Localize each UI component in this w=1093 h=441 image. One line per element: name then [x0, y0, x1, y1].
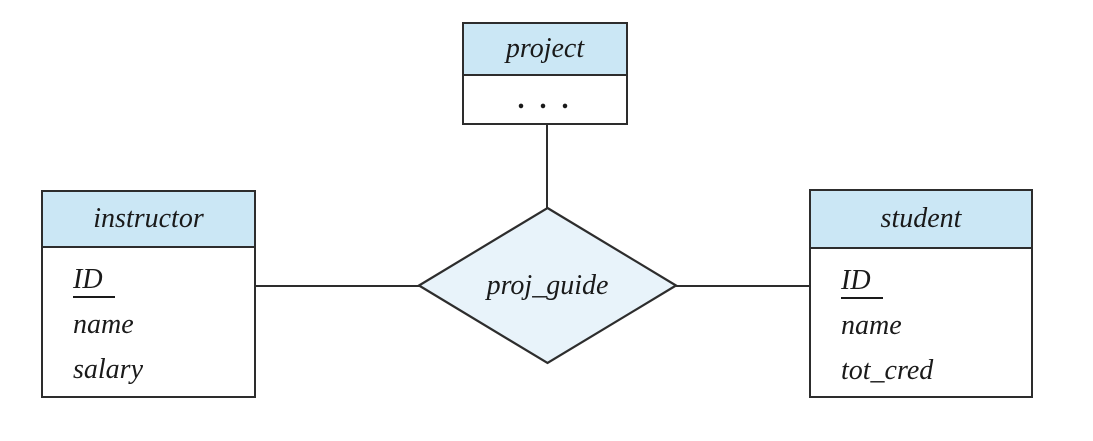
entity-project: project . . .: [462, 22, 628, 125]
attribute-row-key: ID: [841, 258, 1031, 303]
attribute-row-key: ID: [73, 257, 254, 302]
edge-relationship-to-student: [676, 285, 810, 287]
entity-project-ellipsis: . . .: [517, 83, 573, 115]
attribute-row: name: [73, 309, 134, 340]
entity-project-header: project: [464, 24, 626, 76]
entity-instructor-attributes: ID name salary: [43, 248, 254, 396]
entity-instructor-title: instructor: [93, 203, 204, 234]
relationship-projguide-diamond: [417, 206, 678, 365]
entity-project-body: . . .: [464, 76, 626, 123]
entity-instructor: instructor ID name salary: [41, 190, 256, 398]
diamond-shape: [417, 206, 678, 365]
entity-student-header: student: [811, 191, 1031, 249]
attribute-row: tot_cred: [841, 355, 934, 386]
edge-project-to-relationship: [546, 124, 548, 208]
entity-instructor-header: instructor: [43, 192, 254, 248]
edge-instructor-to-relationship: [254, 285, 420, 287]
entity-project-title: project: [505, 33, 585, 64]
attribute-row: name: [841, 310, 902, 341]
entity-student-attributes: ID name tot_cred: [811, 249, 1031, 396]
relationship-projguide-label: proj_guide: [486, 269, 609, 301]
entity-student: student ID name tot_cred: [809, 189, 1033, 398]
primary-key-attribute: ID: [841, 266, 883, 300]
primary-key-attribute: ID: [73, 265, 115, 299]
attribute-row: salary: [73, 354, 143, 385]
entity-student-title: student: [880, 203, 962, 234]
